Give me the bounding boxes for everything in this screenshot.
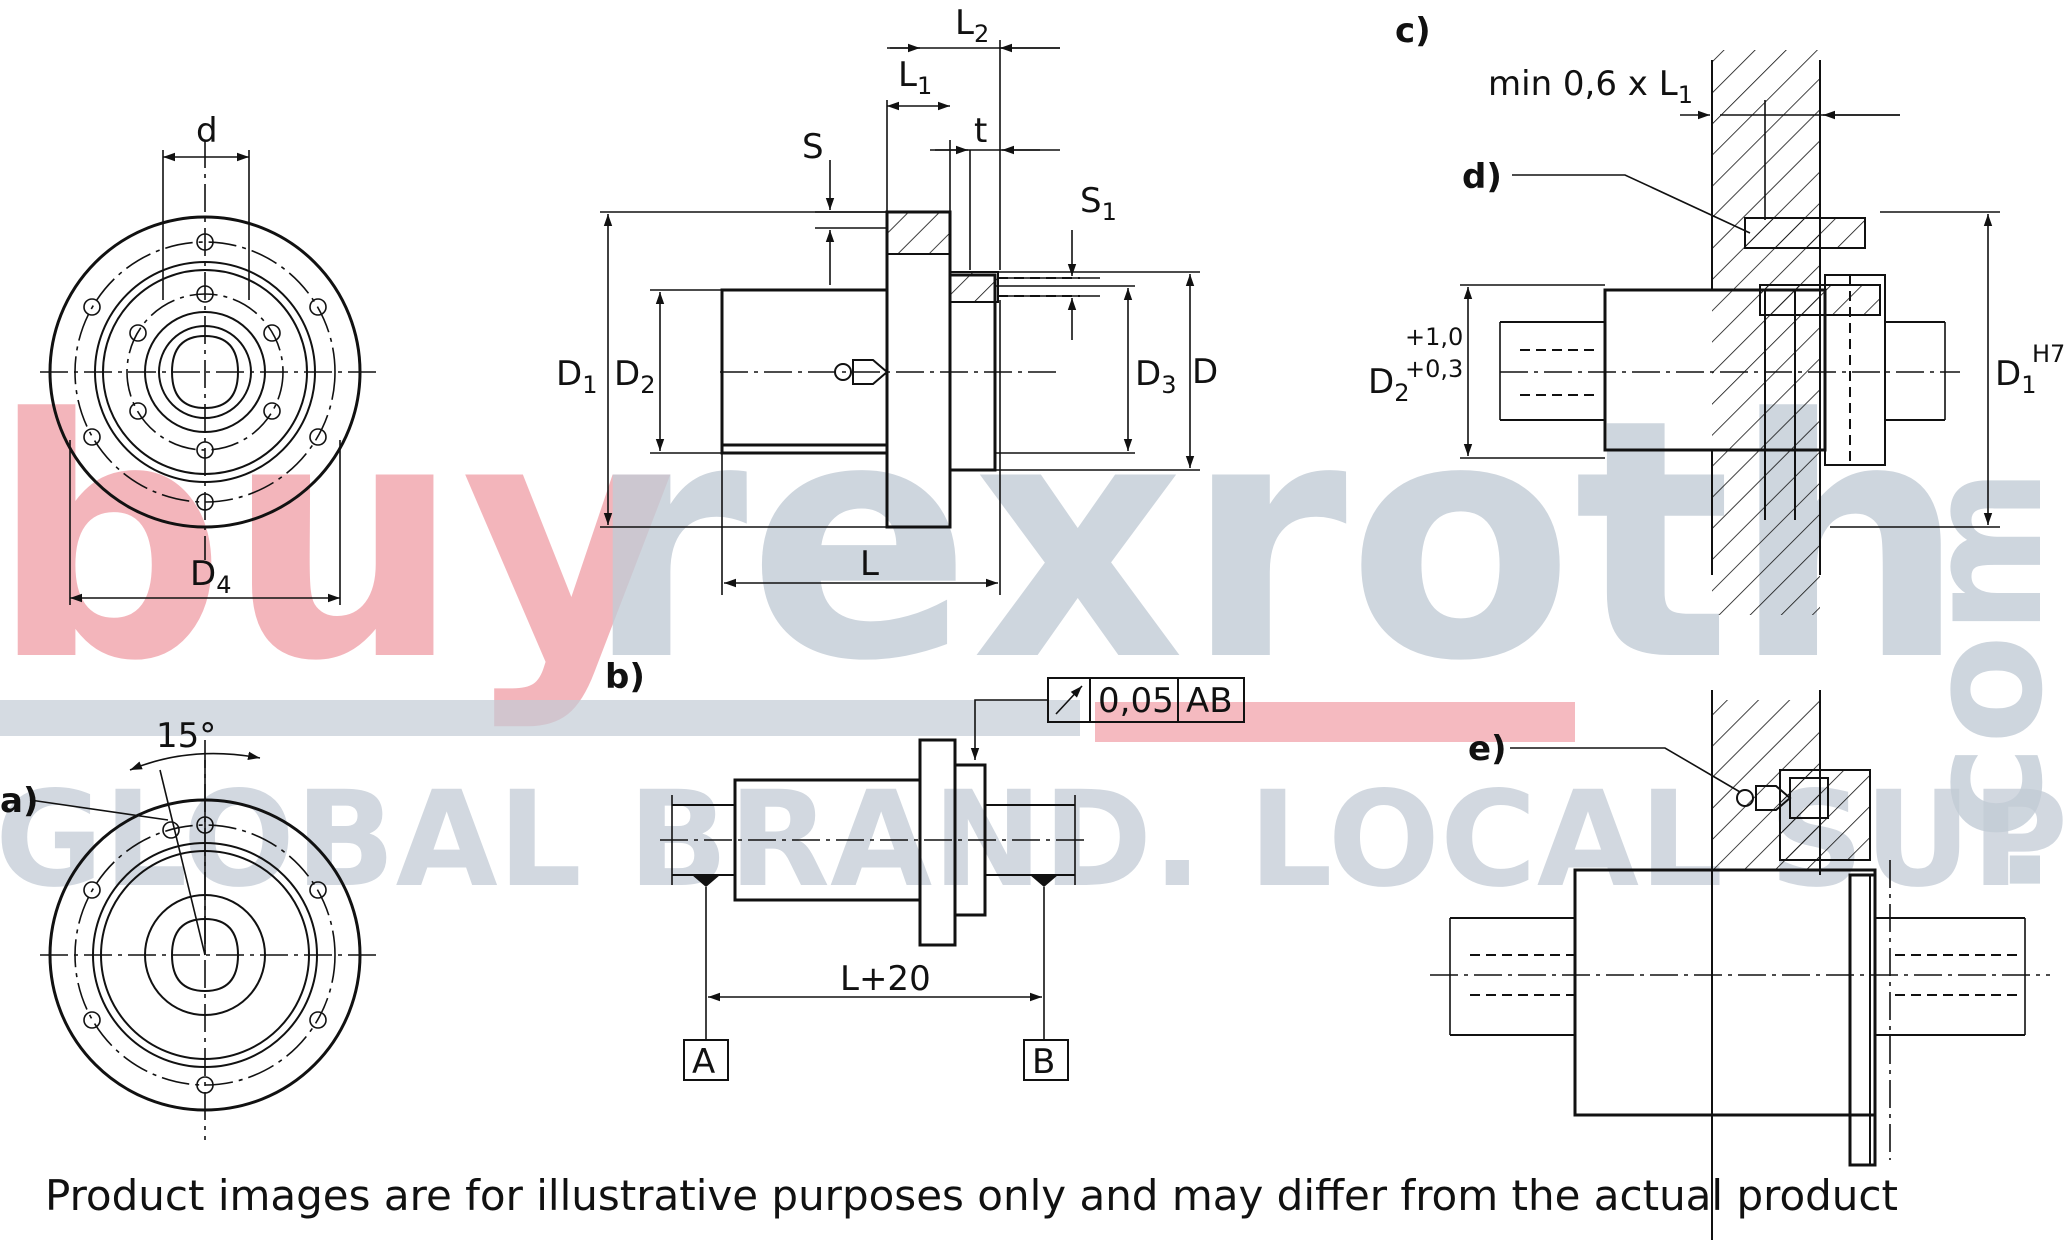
dim-t-label: t <box>974 111 987 151</box>
tolerance-datums: AB <box>1186 681 1233 721</box>
side-view: L2 L1 t S S1 D1 D2 D3 D <box>556 3 1218 595</box>
dim-L20-label: L+20 <box>840 959 931 999</box>
d1-fit: H7 <box>2032 340 2065 368</box>
view-b-tag: b) <box>605 657 645 697</box>
dim-d-label: d <box>196 111 218 151</box>
dim-D2-label: D2 <box>614 354 655 399</box>
disclaimer-text: Product images are for illustrative purp… <box>45 1171 1898 1220</box>
dim-D3-label: D3 <box>1135 354 1176 399</box>
dim-D4-label: D4 <box>190 554 231 599</box>
d2-tol-upper: +1,0 <box>1405 323 1463 351</box>
view-a: a) 15° <box>0 716 380 1140</box>
view-c-tag: c) <box>1395 11 1431 51</box>
datum-a-label: A <box>692 1042 715 1082</box>
tolerance-value: 0,05 <box>1098 681 1174 721</box>
dim-c-D2-label: D2 <box>1368 362 1409 407</box>
min-label: min 0,6 x L1 <box>1488 64 1693 109</box>
dim-D-label: D <box>1192 352 1218 392</box>
view-b: b) L+20 A B 0,05 AB <box>605 657 1245 1082</box>
dim-L2-label: L2 <box>955 3 989 48</box>
d2-tol-lower: +0,3 <box>1405 355 1463 383</box>
dim-D1-label: D1 <box>556 354 597 399</box>
angle-label: 15° <box>156 716 216 756</box>
front-view: d D4 <box>40 111 380 605</box>
tolerance-frame: 0,05 AB <box>970 677 1245 760</box>
dim-L-label: L <box>860 544 879 584</box>
view-e-tag: e) <box>1468 729 1507 769</box>
dim-S-label: S <box>802 127 824 167</box>
view-d-tag: d) <box>1462 157 1502 197</box>
dim-S1-label: S1 <box>1080 181 1117 226</box>
watermark-domain: .com <box>1891 468 2070 900</box>
view-c: c) d) min 0,6 x L1 D2 +1,0 +0,3 <box>1368 11 2065 615</box>
watermark-bar-gray <box>0 700 1080 736</box>
dim-c-D1-label: D1 <box>1995 354 2036 399</box>
datum-b-label: B <box>1032 1042 1055 1082</box>
view-e: e) <box>1430 690 2050 1240</box>
watermark-buy: buy <box>0 349 676 733</box>
dim-L1-label: L1 <box>898 55 932 100</box>
